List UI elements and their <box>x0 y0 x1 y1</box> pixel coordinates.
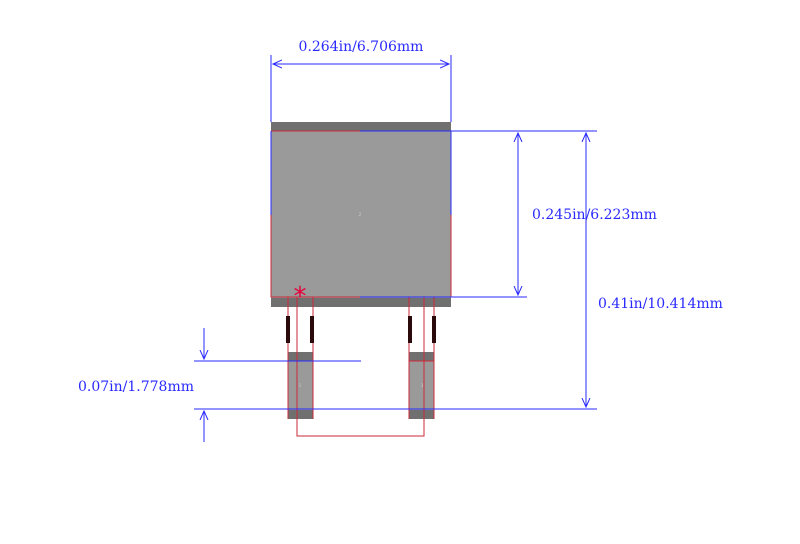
pin1-pad: 1 <box>288 352 313 419</box>
leads <box>286 316 436 343</box>
lead-3a <box>408 316 412 343</box>
pin3-pad-label: 3 <box>421 383 424 388</box>
tab-pad-label: 2 <box>359 212 362 217</box>
overall-height-dimension <box>194 130 597 410</box>
lead-1b <box>310 316 314 343</box>
pin1-marker: * <box>294 282 307 312</box>
lead-3b <box>432 316 436 343</box>
pitch-dimension <box>194 328 361 442</box>
lead-1a <box>286 316 290 343</box>
pitch-dimension-label: 0.07in/1.778mm <box>78 379 194 395</box>
pin1-pad-label: 1 <box>299 383 302 388</box>
tab-height-dimension <box>360 130 527 298</box>
overall-height-dimension-label: 0.41in/10.414mm <box>598 296 723 312</box>
pin3-pad: 3 <box>409 352 434 419</box>
width-dimension <box>270 55 452 122</box>
width-dimension-label: 0.264in/6.706mm <box>299 39 424 55</box>
tab-pad: 2 <box>271 122 451 307</box>
tab-height-dimension-label: 0.245in/6.223mm <box>532 207 657 223</box>
